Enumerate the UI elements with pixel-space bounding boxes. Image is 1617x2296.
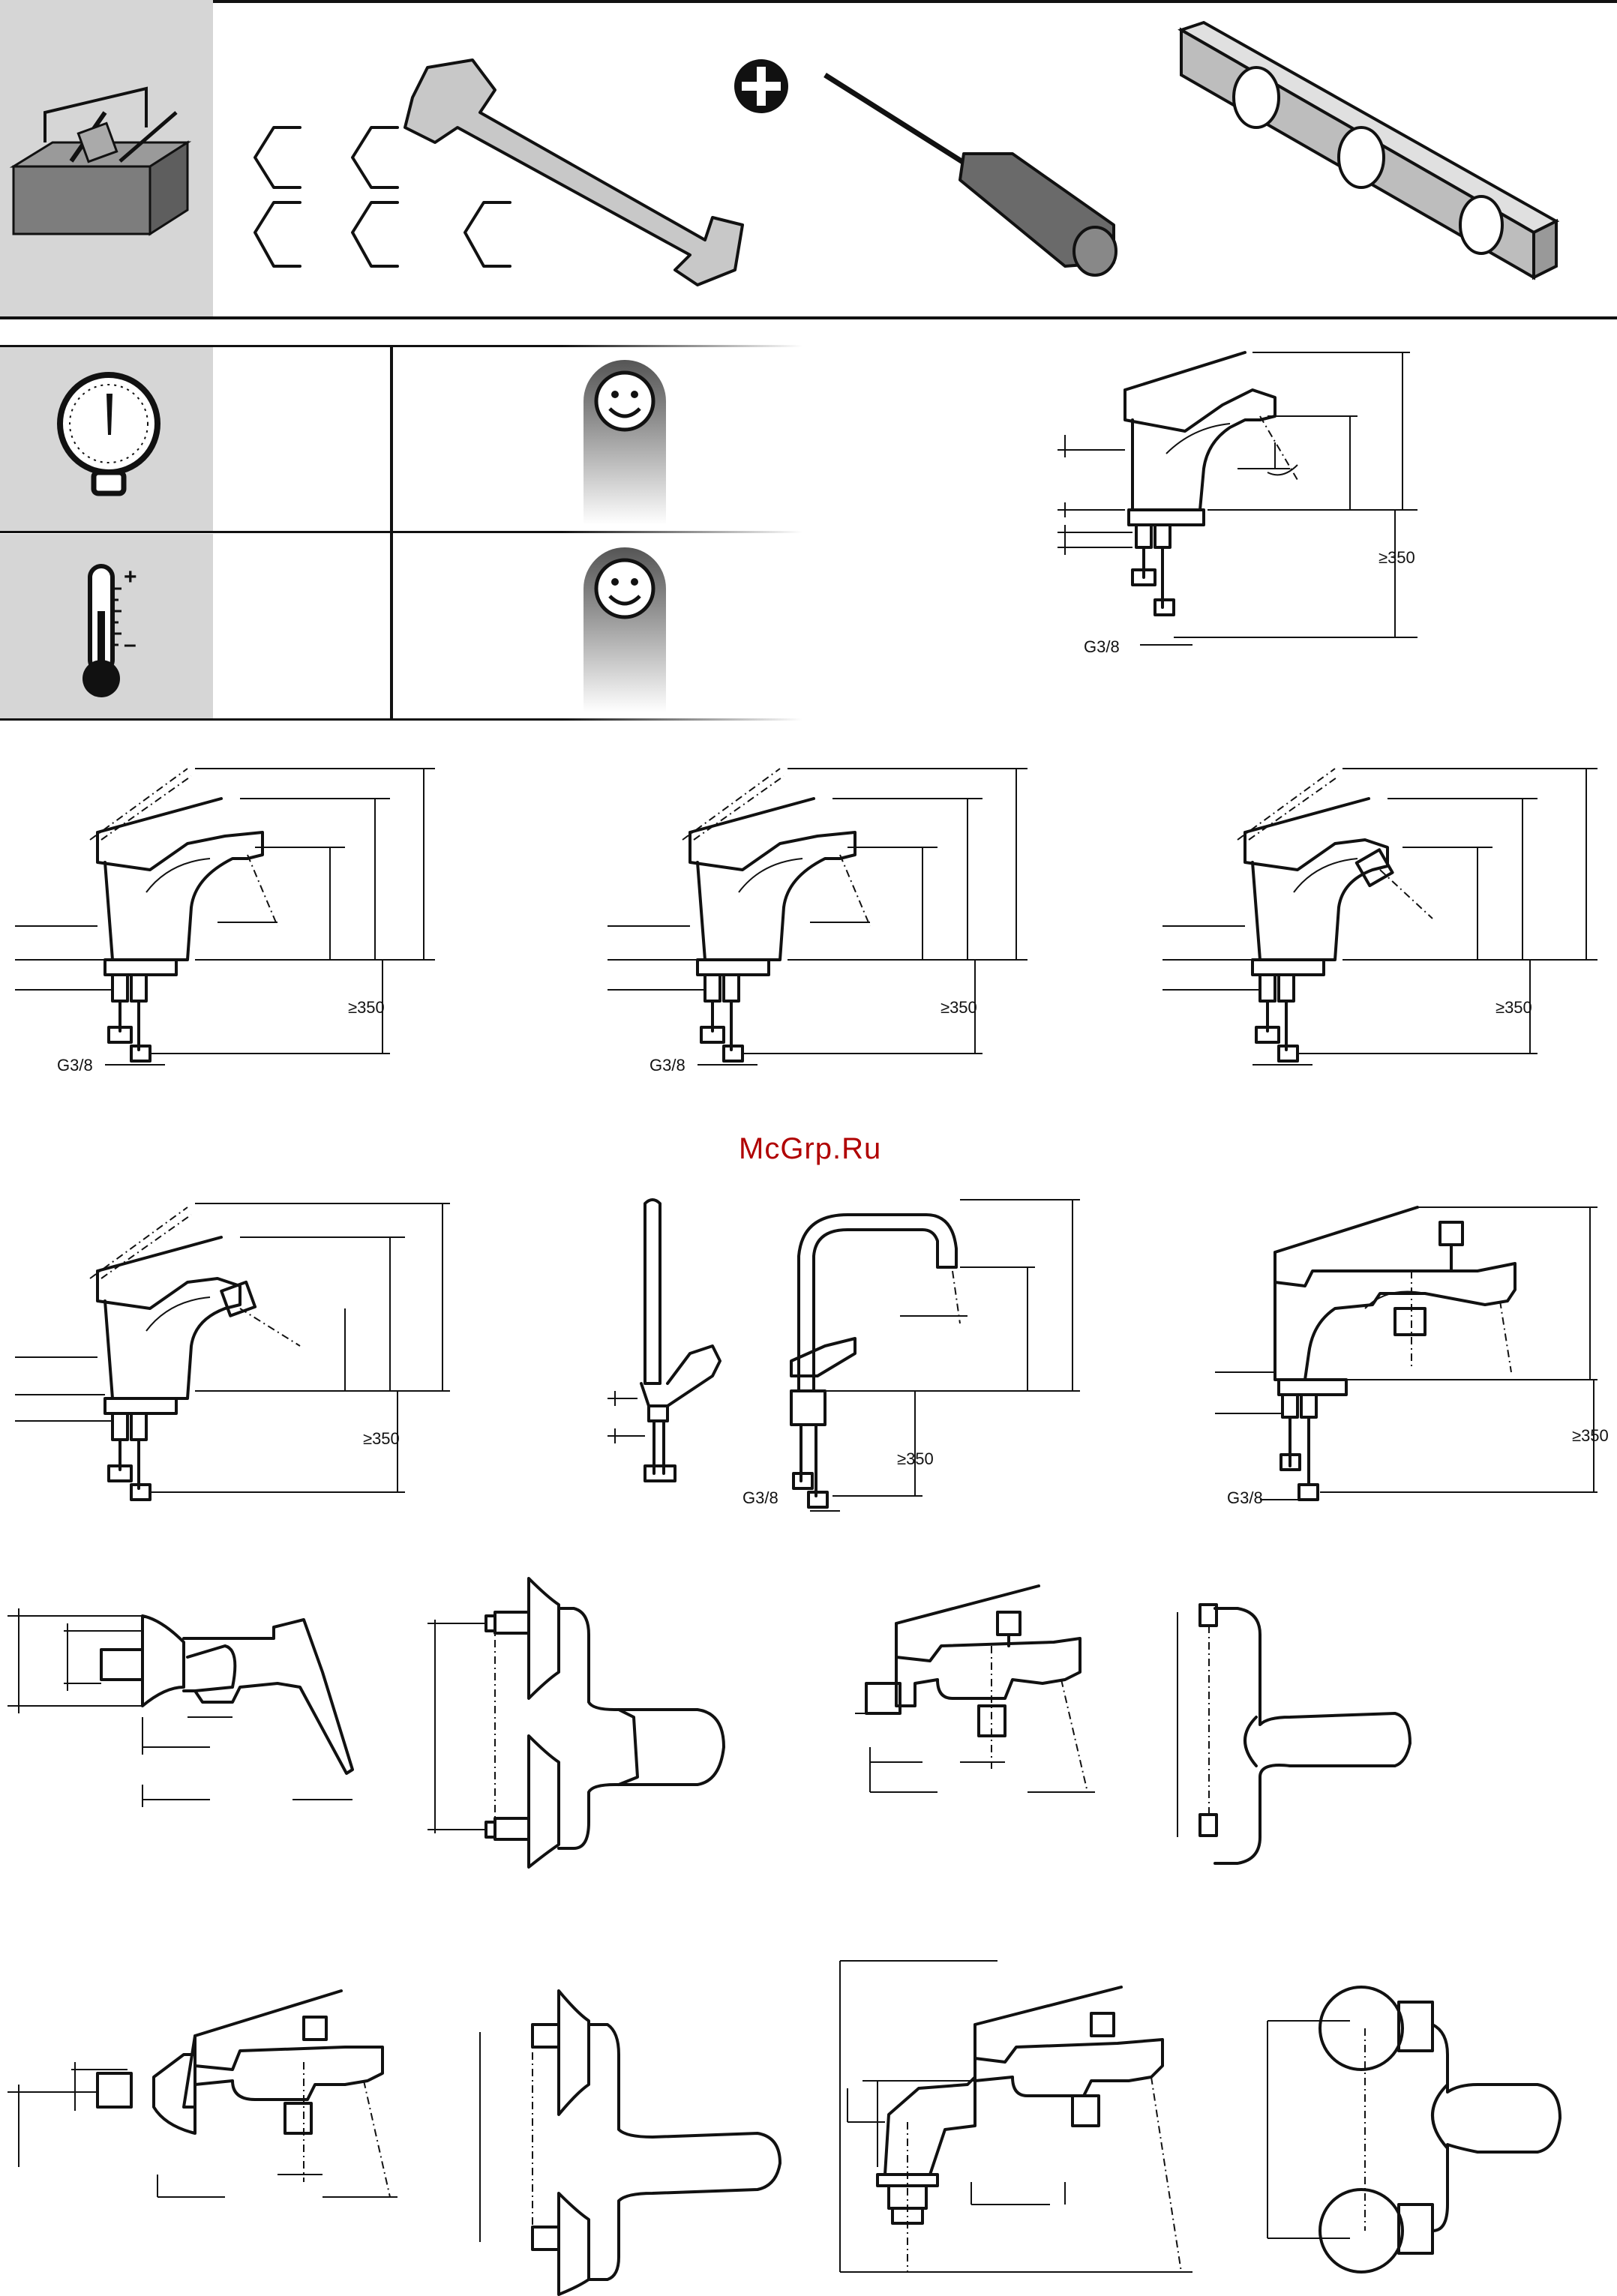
thread-label: G3/8: [742, 1490, 778, 1506]
temperature-minus: –: [124, 634, 136, 656]
watermark: McGrp.Ru: [739, 1132, 881, 1166]
requirements-middle-rule: [0, 531, 802, 533]
min-pipe-length-label: ≥350: [1572, 1428, 1609, 1444]
bath-wall-mixer-diagram: [855, 1575, 1170, 1890]
wrench-icon: [382, 45, 742, 292]
pressure-gauge-icon: [52, 371, 172, 499]
bidet-mixer-diagram: [1162, 757, 1612, 1072]
bath-deck-mixer-diagram: [1215, 1196, 1605, 1511]
smiley-icon: [591, 367, 658, 435]
basin-mixer-diagram-3: [608, 757, 1058, 1072]
min-pipe-length-label: ≥350: [348, 1000, 385, 1016]
thread-label: G3/8: [650, 1057, 686, 1074]
tools-bottom-rule: [0, 316, 1617, 319]
basin-mixer-diagram: [1042, 345, 1462, 675]
bath-spout-mixer-diagram: [832, 1950, 1252, 2280]
requirements-divider: [390, 346, 393, 720]
min-pipe-length-label: ≥350: [1496, 1000, 1532, 1016]
bath-wall-mixer-front-diagram-3: [1252, 1972, 1568, 2287]
thread-label: G3/8: [1084, 639, 1120, 655]
bath-wall-mixer-front-diagram-2: [465, 1980, 795, 2295]
basin-mixer-diagram-2: [15, 757, 465, 1072]
smiley-icon: [591, 555, 658, 622]
phillips-symbol-icon: [731, 56, 791, 116]
shower-mixer-front-diagram: [420, 1567, 735, 1882]
phillips-screwdriver-icon: [818, 67, 1118, 277]
kitchen-mixer-front-diagram: [735, 1196, 1080, 1526]
requirements-top-rule: [0, 345, 802, 347]
toolbox-icon: [0, 0, 213, 318]
bath-wall-mixer-front-diagram: [1155, 1590, 1440, 1905]
spirit-level-icon: [1174, 15, 1594, 300]
min-pipe-length-label: ≥350: [940, 1000, 977, 1016]
min-pipe-length-label: ≥350: [363, 1431, 400, 1447]
top-rule: [213, 0, 1617, 3]
shower-mixer-side-diagram: [8, 1605, 368, 1852]
temperature-plus: +: [124, 566, 137, 589]
kitchen-mixer-side-diagram: [592, 1196, 742, 1511]
bidet-mixer-diagram-2: [15, 1196, 465, 1511]
min-pipe-length-label: ≥350: [897, 1451, 934, 1467]
thread-label: G3/8: [57, 1057, 93, 1074]
bath-wall-mixer-diagram-2: [8, 1980, 428, 2295]
min-pipe-length-label: ≥350: [1378, 550, 1415, 566]
thread-label: G3/8: [1227, 1490, 1263, 1506]
requirements-bottom-rule: [0, 718, 802, 721]
